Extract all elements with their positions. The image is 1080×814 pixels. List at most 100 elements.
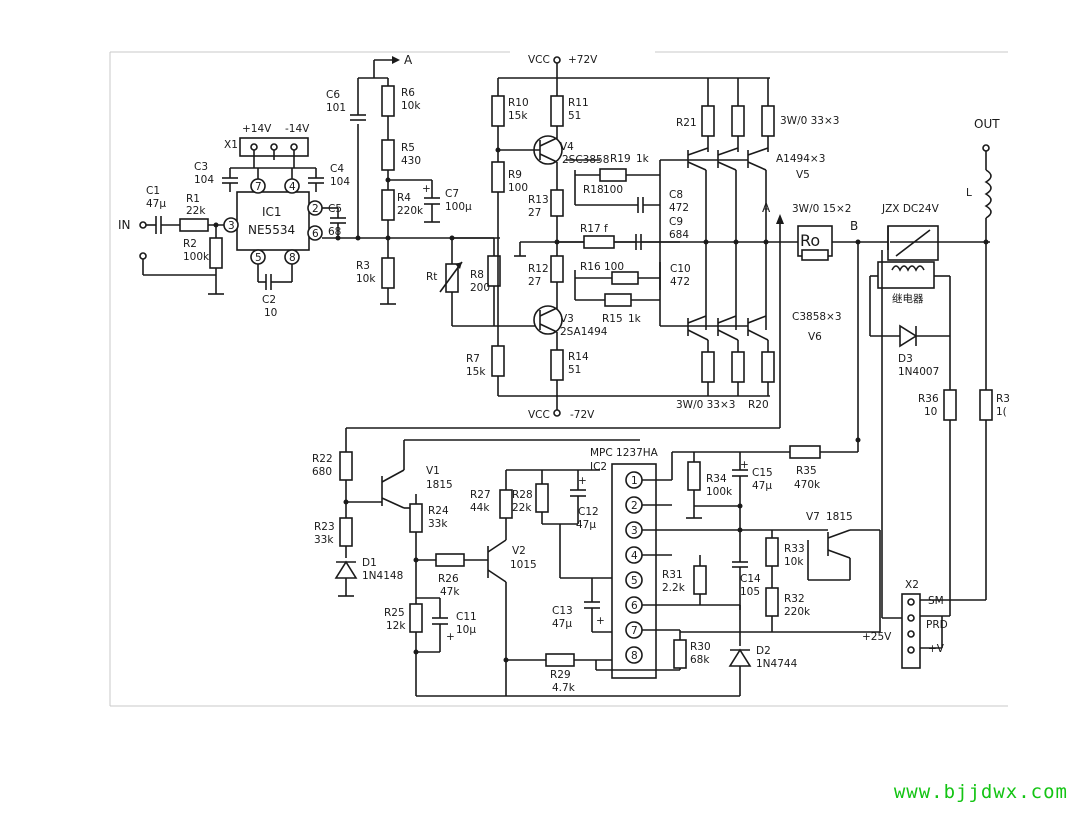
svg-text:V2: V2 (512, 545, 526, 557)
svg-text:47k: 47k (440, 586, 460, 598)
svg-text:R12: R12 (528, 263, 549, 275)
svg-text:1N4148: 1N4148 (362, 570, 403, 582)
svg-text:JZX DC24V: JZX DC24V (881, 203, 940, 215)
svg-text:C14: C14 (740, 573, 761, 585)
svg-text:68: 68 (328, 226, 341, 238)
svg-text:-72V: -72V (570, 409, 595, 421)
svg-text:R11: R11 (568, 97, 589, 109)
svg-text:+: + (578, 475, 587, 487)
svg-text:+: + (422, 183, 431, 195)
r2 (209, 237, 223, 269)
svg-text:8: 8 (631, 650, 638, 662)
svg-text:5: 5 (631, 575, 638, 587)
svg-text:1(: 1( (996, 406, 1007, 418)
svg-text:C9: C9 (669, 216, 683, 228)
svg-text:7: 7 (631, 625, 638, 637)
svg-text:8: 8 (289, 252, 296, 264)
svg-text:R9: R9 (508, 169, 522, 181)
svg-text:+: + (740, 459, 749, 471)
svg-text:1015: 1015 (510, 559, 537, 571)
svg-text:R20: R20 (748, 399, 769, 411)
svg-text:+V: +V (928, 643, 945, 655)
svg-text:MPC 1237HA: MPC 1237HA (590, 447, 659, 459)
svg-text:+: + (446, 631, 455, 643)
svg-text:684: 684 (669, 229, 689, 241)
svg-text:R29: R29 (550, 669, 571, 681)
svg-text:27: 27 (528, 207, 541, 219)
svg-text:C6: C6 (326, 89, 340, 101)
svg-text:12k: 12k (386, 620, 406, 632)
svg-text:10k: 10k (784, 556, 804, 568)
svg-text:C4: C4 (330, 163, 344, 175)
svg-text:继电器: 继电器 (892, 292, 924, 305)
svg-text:D1: D1 (362, 557, 377, 569)
svg-text:3: 3 (228, 220, 235, 232)
svg-text:105: 105 (740, 586, 760, 598)
svg-text:101: 101 (326, 102, 346, 114)
svg-text:C15: C15 (752, 467, 773, 479)
svg-text:1N4007: 1N4007 (898, 366, 939, 378)
svg-text:C3858×3: C3858×3 (792, 311, 842, 323)
svg-text:C12: C12 (578, 506, 599, 518)
ic1-ref: IC1 (262, 205, 282, 219)
svg-text:PRD: PRD (926, 619, 948, 631)
svg-text:f: f (604, 223, 608, 235)
relay-output: JZX DC24V 继电器 D3 1N4007 R36 10 OUT L R3 (862, 117, 1010, 669)
svg-text:R7: R7 (466, 353, 480, 365)
svg-text:+25V: +25V (862, 631, 892, 643)
svg-text:C8: C8 (669, 189, 683, 201)
svg-text:15k: 15k (466, 366, 486, 378)
svg-text:3W/0 33×3: 3W/0 33×3 (676, 399, 735, 411)
svg-text:R21: R21 (676, 117, 697, 129)
svg-text:-14V: -14V (285, 123, 310, 135)
svg-text:IC2: IC2 (590, 461, 607, 473)
r2-value: 100k (183, 251, 210, 263)
svg-text:C7: C7 (445, 188, 459, 200)
svg-text:200: 200 (470, 282, 490, 294)
svg-text:R27: R27 (470, 489, 491, 501)
svg-text:1815: 1815 (826, 511, 853, 523)
svg-text:220k: 220k (397, 205, 424, 217)
svg-text:R5: R5 (401, 142, 415, 154)
driver-stage: VCC +72V R10 15k R9 100 R7 15k VCC -72V … (466, 54, 700, 421)
ic1-body (236, 191, 310, 251)
svg-text:A: A (404, 53, 413, 67)
svg-text:X2: X2 (905, 579, 919, 591)
svg-text:R31: R31 (662, 569, 683, 581)
svg-text:4.7k: 4.7k (552, 682, 576, 694)
output-stage: R21 3W/0 33×3 A1494×3 V5 A 3W/0 15×2 Ro (659, 77, 890, 428)
svg-text:C13: C13 (552, 605, 573, 617)
svg-text:R3: R3 (356, 260, 370, 272)
svg-text:V1: V1 (426, 465, 440, 477)
svg-text:VCC: VCC (528, 54, 550, 66)
protection-circuit: R22 680 R23 33k D1 1N4148 V1 1815 R24 33… (312, 427, 780, 697)
svg-text:33k: 33k (314, 534, 334, 546)
c1-value: 47μ (146, 198, 166, 210)
svg-text:D2: D2 (756, 645, 771, 657)
svg-text:472: 472 (669, 202, 689, 214)
feedback-network: C5 68 C6 101 A R6 10k R5 430 R4 220k R3 (322, 53, 540, 327)
svg-text:51: 51 (568, 364, 581, 376)
svg-text:A: A (762, 201, 771, 215)
svg-text:22k: 22k (512, 502, 532, 514)
svg-text:44k: 44k (470, 502, 490, 514)
svg-text:R16: R16 (580, 261, 601, 273)
svg-text:10k: 10k (356, 273, 376, 285)
ic1-part: NE5534 (248, 223, 295, 237)
svg-text:B: B (850, 219, 858, 233)
input-terminal (139, 221, 147, 229)
svg-text:104: 104 (330, 176, 350, 188)
svg-text:+14V: +14V (242, 123, 272, 135)
svg-text:104: 104 (194, 174, 214, 186)
svg-text:Rt: Rt (426, 271, 437, 283)
svg-text:47μ: 47μ (552, 618, 572, 630)
svg-text:1N4744: 1N4744 (756, 658, 798, 670)
svg-text:C3: C3 (194, 161, 208, 173)
node-in: IN (118, 218, 131, 232)
svg-text:R28: R28 (512, 489, 533, 501)
svg-text:10μ: 10μ (456, 624, 476, 636)
svg-text:10: 10 (264, 307, 277, 319)
svg-text:6: 6 (631, 600, 638, 612)
svg-text:R13: R13 (528, 194, 549, 206)
